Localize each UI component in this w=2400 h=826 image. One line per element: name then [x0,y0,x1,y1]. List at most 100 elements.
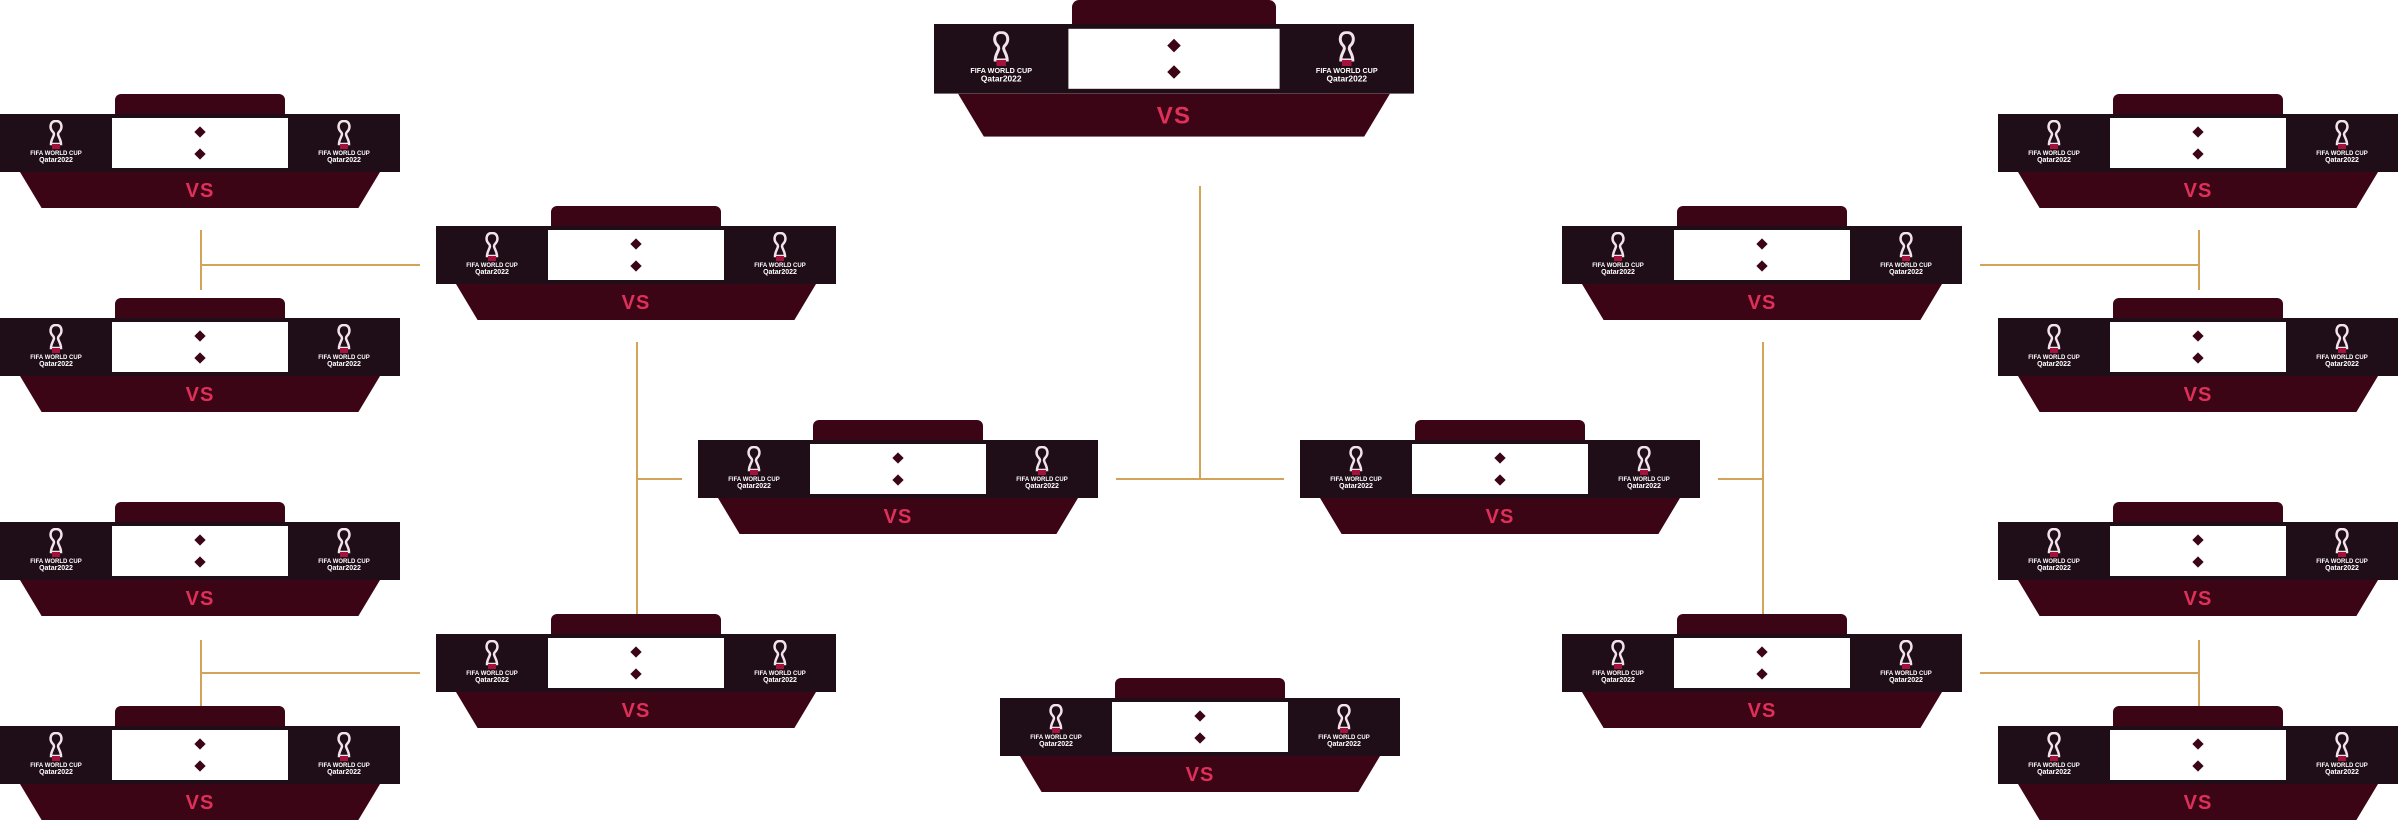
match-card-qf-left[interactable]: FIFA WORLD CUP Qatar2022 FIFA WORLD CUP … [436,206,836,324]
score-separator-dot [1167,38,1181,53]
logo-line-2: Qatar2022 [39,361,73,368]
score-box[interactable] [112,526,288,576]
away-team-logo: FIFA WORLD CUP Qatar2022 [2292,732,2392,784]
match-card-sf-left[interactable]: FIFA WORLD CUP Qatar2022 FIFA WORLD CUP … [698,420,1098,538]
score-separator-dot [1494,452,1506,464]
logo-line-2: Qatar2022 [2325,361,2359,368]
match-card-qf-left[interactable]: FIFA WORLD CUP Qatar2022 FIFA WORLD CUP … [436,614,836,732]
logo-line-1: FIFA WORLD CUP [754,671,806,677]
trophy-icon [1049,704,1063,733]
score-separator-dot [1194,710,1206,722]
score-box[interactable] [2110,526,2286,576]
connector [200,672,420,674]
logo-line-2: Qatar2022 [763,677,797,684]
logo-line-1: FIFA WORLD CUP [1016,477,1068,483]
match-card-qf-right[interactable]: FIFA WORLD CUP Qatar2022 FIFA WORLD CUP … [1562,614,1962,732]
card-top-tab [115,502,285,524]
away-team-logo: FIFA WORLD CUP Qatar2022 [730,232,830,284]
connector [200,230,202,290]
logo-line-1: FIFA WORLD CUP [2028,763,2080,769]
card-footer: VS [2018,580,2378,616]
vs-label: VS [1156,103,1192,130]
home-team-logo: FIFA WORLD CUP Qatar2022 [1568,640,1668,692]
trophy-icon [2047,324,2061,353]
match-card-r16-left[interactable]: FIFA WORLD CUP Qatar2022 FIFA WORLD CUP … [0,502,400,620]
trophy-icon [337,324,351,353]
trophy-icon [485,640,499,669]
match-card-qf-right[interactable]: FIFA WORLD CUP Qatar2022 FIFA WORLD CUP … [1562,206,1962,324]
score-box[interactable] [2110,322,2286,372]
score-box[interactable] [112,322,288,372]
match-card-r16-right[interactable]: FIFA WORLD CUP Qatar2022 FIFA WORLD CUP … [1998,706,2398,824]
score-box[interactable] [548,230,724,280]
score-separator-dot [1494,474,1506,486]
away-team-logo: FIFA WORLD CUP Qatar2022 [1594,446,1694,498]
score-box[interactable] [2110,118,2286,168]
trophy-icon [993,31,1010,66]
home-team-logo: FIFA WORLD CUP Qatar2022 [442,232,542,284]
match-card-r16-left[interactable]: FIFA WORLD CUP Qatar2022 FIFA WORLD CUP … [0,94,400,212]
logo-line-2: Qatar2022 [1601,677,1635,684]
card-footer: VS [2018,784,2378,820]
logo-line-1: FIFA WORLD CUP [30,559,82,565]
score-box[interactable] [1412,444,1588,494]
logo-line-2: Qatar2022 [39,157,73,164]
score-box[interactable] [1068,28,1280,89]
vs-label: VS [185,384,215,406]
card-footer: VS [456,284,816,320]
trophy-icon [1611,640,1625,669]
trophy-icon [2335,732,2349,761]
away-team-logo: FIFA WORLD CUP Qatar2022 [2292,120,2392,172]
logo-line-1: FIFA WORLD CUP [30,151,82,157]
match-card-r16-right[interactable]: FIFA WORLD CUP Qatar2022 FIFA WORLD CUP … [1998,502,2398,620]
away-team-logo: FIFA WORLD CUP Qatar2022 [1294,704,1394,756]
score-box[interactable] [1674,638,1850,688]
score-box[interactable] [1112,702,1288,752]
match-card-r16-right[interactable]: FIFA WORLD CUP Qatar2022 FIFA WORLD CUP … [1998,94,2398,212]
vs-label: VS [2183,180,2213,202]
score-box[interactable] [548,638,724,688]
logo-line-2: Qatar2022 [2325,157,2359,164]
logo-line-1: FIFA WORLD CUP [2028,355,2080,361]
score-box[interactable] [1674,230,1850,280]
trophy-icon [747,446,761,475]
vs-label: VS [1747,700,1777,722]
vs-label: VS [185,180,215,202]
trophy-icon [1338,31,1355,66]
home-team-logo: FIFA WORLD CUP Qatar2022 [704,446,804,498]
trophy-icon [773,232,787,261]
away-team-logo: FIFA WORLD CUP Qatar2022 [294,528,394,580]
logo-line-2: Qatar2022 [980,75,1022,84]
logo-line-2: Qatar2022 [327,361,361,368]
trophy-icon [1611,232,1625,261]
match-card-r16-right[interactable]: FIFA WORLD CUP Qatar2022 FIFA WORLD CUP … [1998,298,2398,416]
score-box[interactable] [112,118,288,168]
trophy-icon [1337,704,1351,733]
connector [1116,478,1284,480]
card-footer: VS [2018,376,2378,412]
score-box[interactable] [810,444,986,494]
match-card-final[interactable]: FIFA WORLD CUP Qatar2022 FIFA WORLD CUP … [934,0,1414,142]
home-team-logo: FIFA WORLD CUP Qatar2022 [442,640,542,692]
logo-line-1: FIFA WORLD CUP [754,263,806,269]
score-separator-dot [194,760,206,772]
logo-line-1: FIFA WORLD CUP [466,671,518,677]
trophy-icon [773,640,787,669]
logo-line-2: Qatar2022 [1889,269,1923,276]
logo-line-1: FIFA WORLD CUP [2316,151,2368,157]
score-box[interactable] [112,730,288,780]
card-top-tab [1677,206,1847,228]
card-top-tab [2113,298,2283,320]
home-team-logo: FIFA WORLD CUP Qatar2022 [1006,704,1106,756]
match-card-r16-left[interactable]: FIFA WORLD CUP Qatar2022 FIFA WORLD CUP … [0,298,400,416]
card-top-tab [115,94,285,116]
match-card-sf-right[interactable]: FIFA WORLD CUP Qatar2022 FIFA WORLD CUP … [1300,420,1700,538]
home-team-logo: FIFA WORLD CUP Qatar2022 [2004,732,2104,784]
score-separator-dot [2192,148,2204,160]
away-team-logo: FIFA WORLD CUP Qatar2022 [730,640,830,692]
logo-line-2: Qatar2022 [2037,769,2071,776]
match-card-r16-left[interactable]: FIFA WORLD CUP Qatar2022 FIFA WORLD CUP … [0,706,400,824]
score-box[interactable] [2110,730,2286,780]
match-card-third-place[interactable]: FIFA WORLD CUP Qatar2022 FIFA WORLD CUP … [1000,678,1400,796]
connector [1199,186,1201,478]
